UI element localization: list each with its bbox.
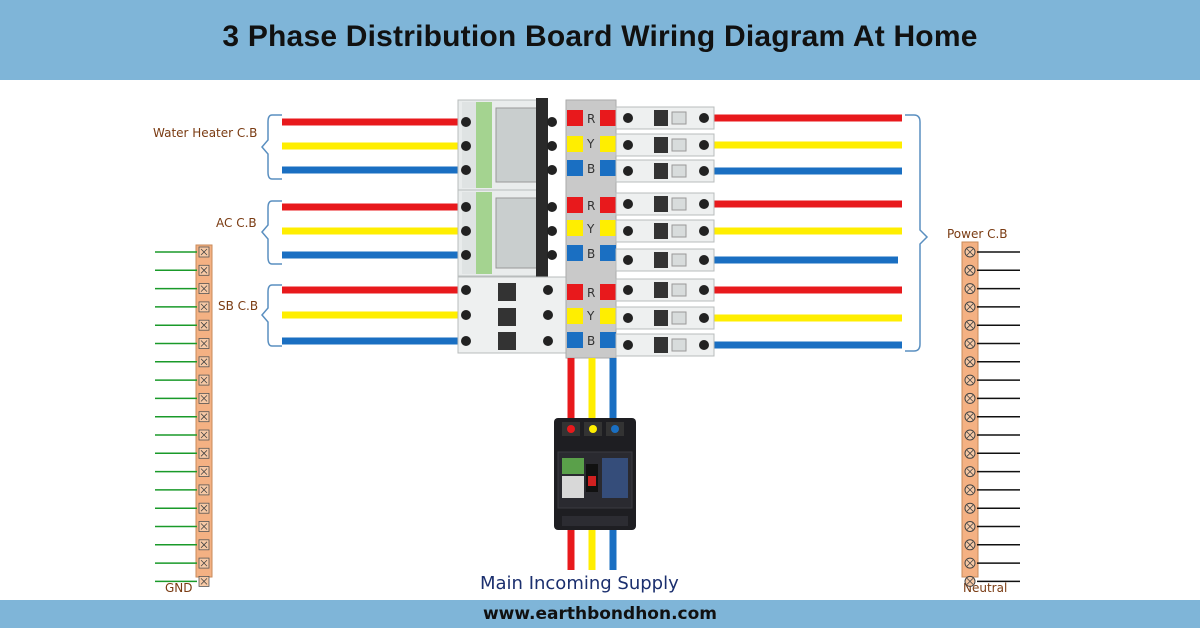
main-wires-top [567,358,617,425]
breaker-icon [615,306,715,330]
ground-wires [155,246,210,587]
screw-terminal-icon [155,575,210,587]
svg-text:R: R [587,286,595,300]
screw-terminal-icon [964,374,1020,386]
main-supply-label: Main Incoming Supply [480,573,679,594]
svg-text:R: R [587,112,595,126]
breaker-icon [615,159,715,183]
screw-terminal-icon [155,539,210,551]
screw-terminal-icon [155,392,210,404]
breaker-icon [615,133,715,157]
svg-text:B: B [587,247,595,261]
breaker-icon [457,276,567,354]
screw-terminal-icon [155,338,210,349]
svg-text:R: R [587,199,595,213]
right-wires [712,114,902,349]
screw-terminal-icon [155,557,210,569]
screw-terminal-icon [964,356,1020,368]
svg-text:Y: Y [586,137,595,151]
screw-terminal-icon [964,484,1020,496]
breaker-icon [615,248,715,272]
footer-bar: www.earthbondhon.com [0,600,1200,628]
svg-text:Y: Y [586,222,595,236]
breaker-icon [615,192,715,216]
website-url[interactable]: www.earthbondhon.com [482,604,718,624]
busbar-phases: R Y B R Y B R Y B [567,110,616,348]
header-bar: 3 Phase Distribution Board Wiring Diagra… [0,0,1200,80]
screw-terminal-icon [964,429,1020,441]
screw-terminal-icon [964,392,1020,404]
breaker-icon [615,278,715,302]
screw-terminal-icon [964,539,1020,551]
screw-terminal-icon [155,502,210,514]
svg-text:B: B [587,334,595,348]
right-breakers [615,106,715,357]
svg-text:Y: Y [586,309,595,323]
screw-terminal-icon [964,283,1020,295]
screw-terminal-icon [964,319,1020,331]
screw-terminal-icon [155,319,210,331]
screw-terminal-icon [155,356,210,368]
screw-terminal-icon [964,521,1020,532]
screw-terminal-icon [155,264,210,276]
main-wires-bottom [567,530,617,570]
breaker-icon [457,188,548,278]
screw-terminal-icon [964,502,1020,514]
screw-terminal-icon [155,374,210,386]
neutral-wires [964,246,1020,587]
left-wires [282,118,465,345]
screw-terminal-icon [964,338,1020,349]
screw-terminal-icon [155,521,210,532]
ac-label: AC C.B [216,216,257,230]
water-heater-label: Water Heater C.B [153,126,257,140]
breaker-icon [615,106,715,130]
screw-terminal-icon [155,246,210,258]
screw-terminal-icon [964,466,1020,478]
power-bracket [905,114,929,352]
screw-terminal-icon [964,557,1020,569]
screw-terminal-icon [964,411,1020,423]
breaker-icon [615,219,715,243]
screw-terminal-icon [964,575,1020,587]
power-label: Power C.B [947,227,1008,241]
wiring-diagram: Water Heater C.B AC C.B SB C.B Power C.B… [153,98,1020,595]
mccb-icon [554,418,636,530]
screw-terminal-icon [964,246,1020,258]
screw-terminal-icon [155,484,210,496]
sb-label: SB C.B [218,299,258,313]
breaker-icon [457,98,548,192]
screw-terminal-icon [964,301,1020,313]
screw-terminal-icon [155,466,210,478]
screw-terminal-icon [155,429,210,441]
screw-terminal-icon [155,283,210,295]
gnd-label: GND [165,581,193,595]
breaker-contacts [547,117,557,260]
svg-text:B: B [587,162,595,176]
page-title: 3 Phase Distribution Board Wiring Diagra… [222,20,978,53]
screw-terminal-icon [964,264,1020,276]
screw-terminal-icon [155,301,210,313]
breaker-icon [615,333,715,357]
screw-terminal-icon [155,447,210,459]
screw-terminal-icon [155,411,210,423]
left-brackets [261,114,282,347]
screw-terminal-icon [964,447,1020,459]
